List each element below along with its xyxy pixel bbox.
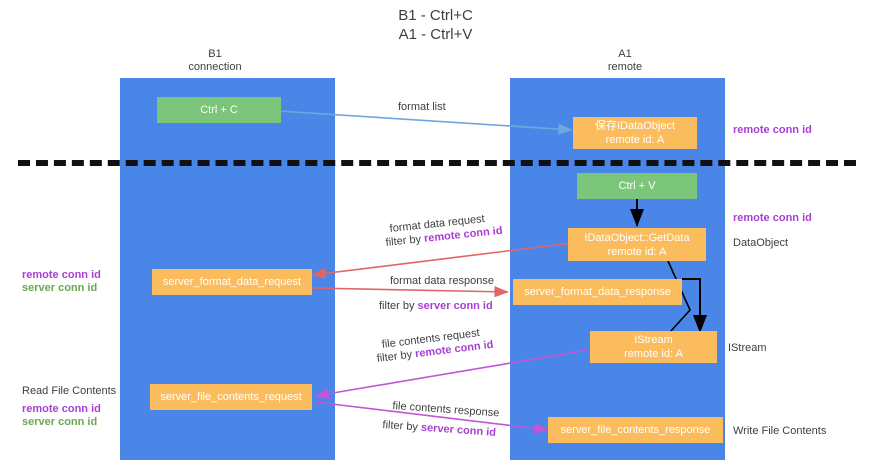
section-divider (18, 160, 856, 166)
edge-label-file-contents-response-filter: filter by server conn id (382, 418, 496, 440)
column-header-b1: B1 connection (188, 48, 242, 73)
left-label-server-conn-id: server conn id (22, 282, 98, 294)
column-header-a1: A1 remote (607, 48, 643, 73)
filter-key: server conn id (420, 421, 497, 439)
box-server-format-data-request[interactable]: server_format_data_request (152, 269, 312, 295)
left-label-server-conn-id-2: server conn id (22, 416, 98, 428)
right-label-remote-conn-id-top: remote conn id (733, 124, 812, 136)
box-server-file-contents-response[interactable]: server_file_contents_response (548, 417, 723, 443)
edge-label-format-data-response-filter: filter by server conn id (379, 299, 493, 313)
box-server-format-data-response[interactable]: server_format_data_response (513, 279, 682, 305)
edge-label-file-contents-response: file contents response (392, 399, 500, 420)
box-idataobject-saved[interactable]: 保存IDataObject remote id: A (573, 117, 697, 149)
box-idataobject-getdata[interactable]: IDataObject::GetData remote id: A (568, 228, 706, 261)
arrow-format-data-response (311, 286, 509, 298)
box-istream[interactable]: IStream remote id: A (590, 331, 717, 363)
filter-prefix: filter by (385, 232, 425, 249)
right-label-remote-conn-id-mid: remote conn id (733, 212, 812, 224)
box-ctrl-v[interactable]: Ctrl + V (577, 173, 697, 199)
left-label-read-file-contents: Read File Contents (22, 385, 117, 397)
box-server-file-contents-request[interactable]: server_file_contents_request (150, 384, 312, 410)
left-label-remote-conn-id: remote conn id (22, 269, 101, 281)
edge-label-format-list: format list (398, 101, 446, 113)
right-label-write-file-contents: Write File Contents (733, 425, 827, 437)
left-label-remote-conn-id-2: remote conn id (22, 403, 101, 415)
box-ctrl-c[interactable]: Ctrl + C (157, 97, 281, 123)
page-title: B1 - Ctrl+C A1 - Ctrl+V (398, 7, 473, 43)
right-label-istream: IStream (728, 342, 767, 354)
edge-label-format-data-response: format data response (390, 275, 494, 287)
right-label-dataobject: DataObject (733, 237, 789, 249)
filter-prefix: filter by (379, 300, 418, 312)
filter-prefix: filter by (376, 348, 416, 365)
filter-key: server conn id (417, 300, 493, 312)
filter-prefix: filter by (382, 418, 422, 434)
